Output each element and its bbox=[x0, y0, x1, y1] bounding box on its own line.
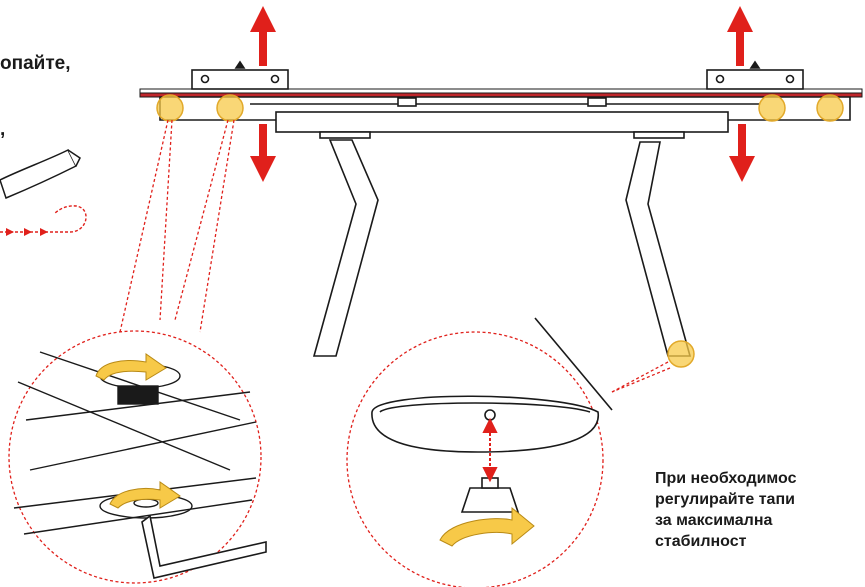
leg-right bbox=[625, 131, 692, 357]
bracket-left bbox=[397, 97, 417, 107]
tabletop-edge bbox=[139, 88, 863, 94]
yellow-rotation-arrow-icon bbox=[95, 353, 167, 381]
detail-circle-screws bbox=[8, 330, 267, 584]
spirit-level-icon bbox=[706, 60, 804, 90]
instruction-line: При необходимос bbox=[655, 470, 797, 487]
red-arrow-up-icon bbox=[727, 6, 753, 66]
yellow-rotation-arrow-icon bbox=[109, 481, 181, 509]
detail-circle-foot bbox=[346, 317, 613, 587]
hex-key-icon bbox=[141, 514, 267, 579]
leader-lines bbox=[119, 119, 671, 393]
center-beam bbox=[275, 111, 729, 133]
leg-left bbox=[312, 131, 379, 357]
red-dotted-motion-arrow-icon bbox=[0, 205, 87, 236]
spirit-level-icon bbox=[191, 60, 289, 90]
instruction-line: стабилност bbox=[655, 533, 747, 550]
hand-tool-figure bbox=[0, 148, 81, 200]
red-dotted-alignment-arrow-icon bbox=[482, 417, 498, 483]
red-arrow-down-icon bbox=[250, 124, 276, 182]
screw-point bbox=[758, 94, 786, 122]
red-arrow-up-icon bbox=[250, 6, 276, 66]
instruction-text-bottom: При необходимос регулирайте тапи за макс… bbox=[655, 468, 865, 552]
instruction-text-top: опайте, , bbox=[0, 14, 70, 179]
leg-foot-point bbox=[667, 340, 695, 368]
instruction-line: за максимална bbox=[655, 512, 773, 529]
instruction-line: регулирайте тапи bbox=[655, 491, 795, 508]
instruction-line: опайте, bbox=[0, 53, 71, 74]
screw-point bbox=[816, 94, 844, 122]
screw-point bbox=[156, 94, 184, 122]
table-top bbox=[139, 88, 863, 133]
bracket-right bbox=[587, 97, 607, 107]
red-arrow-down-icon bbox=[729, 124, 755, 182]
screw-point bbox=[216, 94, 244, 122]
yellow-rotation-arrow-icon bbox=[439, 506, 535, 547]
instruction-line: , bbox=[0, 119, 6, 140]
screw-highlights bbox=[156, 94, 844, 368]
